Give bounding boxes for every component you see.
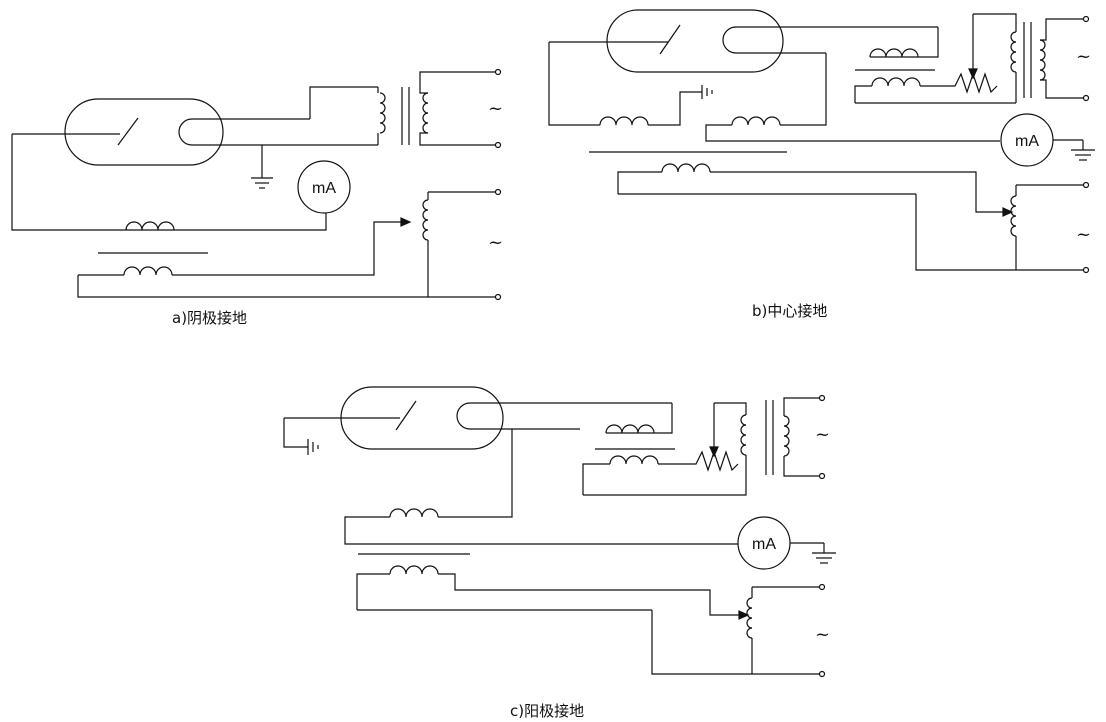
tube-anode-target (659, 24, 681, 55)
ac-symbol: ~ (488, 232, 503, 253)
rheostat-arrow (968, 68, 978, 80)
ac-symbol: ~ (815, 424, 830, 445)
filament-transformer-secondary-coil (869, 48, 919, 58)
hv-primary-coil (389, 565, 439, 575)
autotransformer-coil (746, 597, 753, 639)
filament-transformer-secondary-coil (605, 424, 655, 434)
filament-secondary-coil (783, 415, 790, 457)
hv-secondary-coil-left (599, 116, 649, 126)
diagram-a-cathode-ground: ~ mA ~ a)阴极接地 (11, 68, 503, 327)
tube-anode-target (395, 400, 417, 431)
filament-transformer-coil (740, 414, 747, 456)
terminal (818, 394, 826, 402)
tube-anode-target (117, 117, 139, 146)
hv-primary-coil (661, 163, 711, 173)
tap-arrow (738, 610, 750, 620)
terminal (1082, 94, 1090, 102)
xray-tube (606, 9, 784, 73)
ac-symbol: ~ (815, 624, 830, 645)
caption-c: c)阳极接地 (510, 702, 584, 720)
terminal (818, 583, 826, 591)
terminal (494, 188, 502, 196)
milliammeter-label: mA (752, 536, 776, 553)
filament-transformer-primary-coil (379, 92, 386, 134)
terminal (494, 141, 502, 149)
diagram-b-center-ground: ~ mA ~ b)中心接地 (548, 9, 1095, 320)
milliammeter (297, 160, 351, 214)
caption-b: b)中心接地 (752, 302, 827, 320)
terminal (1082, 181, 1090, 189)
hv-secondary-coil (125, 221, 175, 231)
tube-filament-loop (456, 402, 672, 430)
terminal (494, 68, 502, 76)
autotransformer-coil (422, 199, 429, 241)
filament-secondary-coil (1039, 39, 1046, 81)
terminal (818, 472, 826, 480)
milliammeter-label: mA (1015, 133, 1039, 150)
tap-arrow (1002, 207, 1014, 217)
autotransformer-coil (1010, 195, 1017, 237)
hv-primary-coil (123, 266, 173, 276)
terminal (818, 670, 826, 678)
rheostat-arrow (709, 446, 719, 458)
xray-tube (64, 98, 224, 166)
hv-secondary-coil (389, 508, 439, 518)
terminal (1082, 15, 1090, 23)
tube-filament-loop (178, 118, 310, 146)
ac-symbol: ~ (1076, 224, 1091, 245)
milliammeter-label: mA (312, 180, 336, 197)
filament-transformer-secondary-coil (422, 92, 429, 134)
ac-symbol: ~ (488, 98, 503, 119)
tap-arrow (400, 217, 412, 227)
filament-wire (309, 86, 378, 119)
tube-filament-loop (722, 26, 938, 54)
terminal (494, 293, 502, 301)
ac-symbol: ~ (1076, 46, 1091, 67)
caption-a: a)阴极接地 (172, 309, 247, 327)
filament-transformer-coil (1010, 31, 1017, 73)
filament-transformer-primary-coil (871, 77, 921, 87)
terminal (1082, 266, 1090, 274)
filament-transformer-primary-coil (609, 455, 659, 465)
diagram-c-anode-ground: ~ mA ~ c)阳极接地 (283, 386, 836, 720)
hv-secondary-coil-right (731, 116, 781, 126)
